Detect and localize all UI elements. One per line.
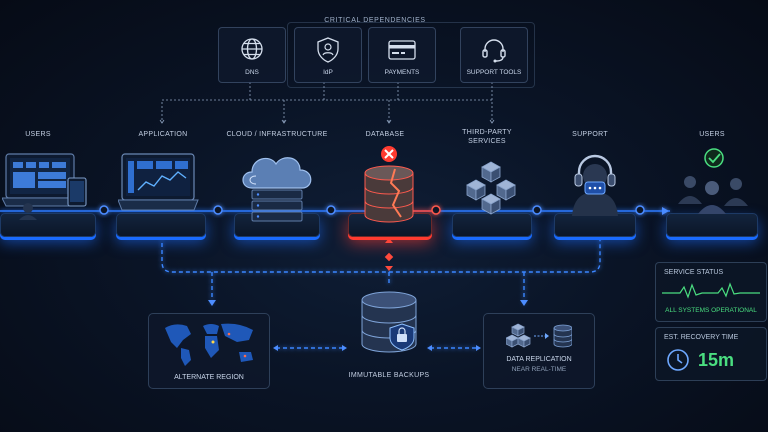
replication-icon (506, 322, 572, 350)
headset-icon[interactable] (564, 150, 626, 220)
replication-sublabel: NEAR REAL-TIME (484, 366, 594, 373)
dependency-lines (160, 82, 494, 123)
recovery-time-title: EST. RECOVERY TIME (664, 334, 738, 341)
shield-user-icon (316, 37, 340, 63)
recovery-time-panel[interactable]: EST. RECOVERY TIME 15m (655, 327, 767, 381)
data-replication-card[interactable]: DATA REPLICATION NEAR REAL-TIME (483, 313, 595, 389)
globe-icon (240, 37, 264, 61)
alternate-region-label: ALTERNATE REGION (149, 374, 269, 381)
service-status-state: ALL SYSTEMS OPERATIONAL (656, 307, 766, 314)
dependency-dns[interactable]: DNS (218, 27, 286, 83)
dashboard-laptop-icon[interactable] (118, 152, 202, 220)
stage-label-third-party: THIRD-PARTY SERVICES (457, 129, 517, 147)
stage-label-cloud: CLOUD / INFRASTRUCTURE (222, 131, 332, 140)
stage-label-database: DATABASE (350, 131, 420, 140)
stage-label-users: USERS (8, 131, 68, 140)
alternate-region-card[interactable]: ALTERNATE REGION (148, 313, 270, 389)
dependency-label: DNS (219, 69, 285, 76)
headset-icon (481, 37, 507, 63)
backup-database-icon[interactable] (352, 286, 426, 360)
stage-label-application: APPLICATION (128, 131, 198, 140)
backups-label: IMMUTABLE BACKUPS (334, 372, 444, 381)
credit-card-icon (388, 40, 416, 60)
dependency-label: SUPPORT TOOLS (461, 69, 527, 76)
laptop-devices-icon[interactable] (2, 150, 92, 222)
world-map-icon (159, 320, 259, 368)
database-icon[interactable] (359, 145, 419, 227)
stage-label-support: SUPPORT (562, 131, 618, 140)
cubes-icon[interactable] (458, 160, 524, 220)
cloud-server-icon[interactable] (238, 148, 316, 224)
service-status-title: SERVICE STATUS (664, 269, 723, 276)
stage-label-users-end: USERS (684, 131, 740, 140)
users-group-icon[interactable] (672, 146, 754, 220)
dependency-payments[interactable]: PAYMENTS (368, 27, 436, 83)
heartbeat-icon (662, 281, 760, 303)
replication-label: DATA REPLICATION (484, 356, 594, 363)
recovery-time-value: 15m (698, 350, 734, 371)
dependency-support-tools[interactable]: SUPPORT TOOLS (460, 27, 528, 83)
dependency-label: PAYMENTS (369, 69, 435, 76)
clock-icon (666, 348, 690, 372)
dependency-idp[interactable]: IdP (294, 27, 362, 83)
dependency-label: IdP (295, 69, 361, 76)
service-status-panel[interactable]: SERVICE STATUS ALL SYSTEMS OPERATIONAL (655, 262, 767, 322)
